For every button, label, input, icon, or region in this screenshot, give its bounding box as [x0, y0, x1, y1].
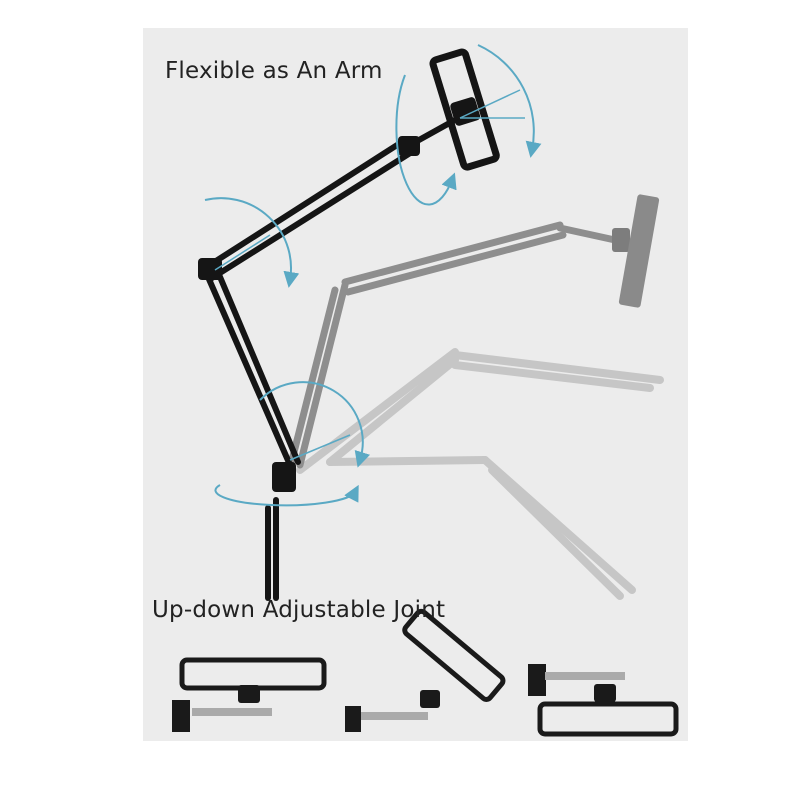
elbow-joint	[198, 258, 222, 280]
clamp-variation-2	[345, 608, 506, 732]
main-arm	[202, 117, 458, 601]
clamp-variation-3	[528, 664, 679, 737]
ghost-arm-faint	[296, 348, 664, 600]
base-joint	[272, 462, 296, 492]
rotation-axis-lines	[214, 89, 525, 461]
grey-tablet-clamp-icon	[612, 194, 660, 308]
caption-flexible-arm: Flexible as An Arm	[165, 58, 383, 84]
caption-adjustable-joint: Up-down Adjustable Joint	[152, 597, 446, 623]
rotation-arrow-icon	[204, 44, 542, 507]
head-joint	[398, 136, 420, 156]
clamp-variation-1	[172, 657, 327, 732]
ghost-arm-grey	[286, 221, 619, 472]
main-tablet-clamp-icon	[429, 48, 500, 171]
